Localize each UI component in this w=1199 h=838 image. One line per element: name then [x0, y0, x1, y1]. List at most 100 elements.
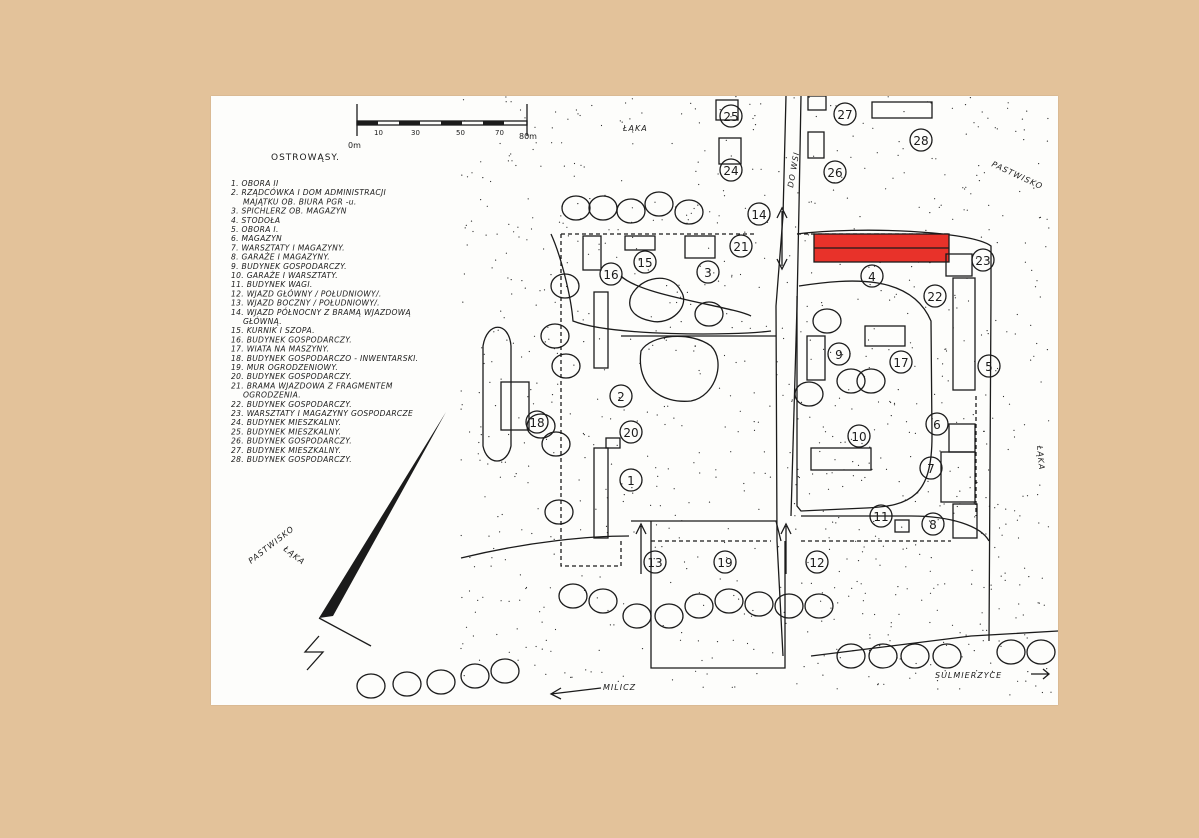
road-south-yard-loop: [650, 521, 786, 669]
tree-cluster: [639, 335, 719, 402]
stipple-dot: [723, 260, 726, 262]
tree-canopy: [550, 273, 580, 299]
stipple-dot: [937, 584, 939, 586]
tree-canopy: [868, 643, 898, 669]
marker-number: 1: [627, 474, 635, 488]
stipple-dot: [897, 586, 899, 588]
tree-canopy: [544, 499, 574, 525]
stipple-dot: [723, 195, 726, 197]
stipple-dot: [807, 561, 809, 564]
stipple-dot: [832, 521, 834, 523]
stipple-dot: [646, 411, 648, 413]
scale-tick-label: 70: [495, 129, 504, 137]
stipple-dot: [752, 609, 754, 612]
stipple-dot: [852, 135, 854, 137]
stipple-dot: [1039, 484, 1041, 486]
marker-circle: [923, 284, 947, 308]
stipple-dot: [746, 642, 749, 645]
stipple-dot: [990, 662, 992, 664]
stipple-dot: [808, 96, 810, 98]
stipple-dot: [527, 198, 529, 200]
stipple-dot: [715, 476, 717, 478]
stipple-dot: [717, 173, 719, 175]
stipple-dot: [824, 431, 827, 433]
stipple-dot: [471, 172, 473, 174]
building-marker: 10: [847, 424, 871, 448]
legend-entry: 20. BUDYNEK GOSPODARCZY.: [231, 372, 352, 381]
stipple-dot: [825, 528, 827, 530]
stipple-dot: [579, 500, 581, 502]
stipple-dot: [664, 423, 666, 426]
stipple-dot: [995, 319, 997, 322]
stipple-dot: [875, 558, 877, 560]
stipple-dot: [523, 442, 525, 444]
stipple-dot: [873, 520, 875, 523]
stipple-dot: [622, 675, 624, 677]
stipple-dot: [582, 319, 584, 321]
stipple-dot: [937, 358, 939, 360]
stipple-dot: [699, 373, 701, 375]
stipple-dot: [893, 404, 896, 406]
stipple-dot: [678, 284, 680, 286]
stipple-dot: [521, 280, 523, 282]
stipple-dot: [593, 444, 595, 446]
stipple-dot: [604, 242, 606, 244]
stipple-dot: [556, 352, 558, 354]
stipple-dot: [1007, 448, 1009, 451]
road-central-spine: [790, 305, 798, 517]
building-8: [952, 503, 978, 539]
stipple-dot: [527, 482, 529, 484]
stipple-dot: [698, 122, 700, 124]
stipple-dot: [867, 339, 870, 341]
stipple-dot: [765, 325, 768, 327]
stipple-dot: [693, 462, 695, 464]
stipple-dot: [667, 405, 669, 407]
stipple-dot: [998, 608, 1000, 610]
tree-canopy: [932, 643, 962, 669]
stipple-dot: [877, 683, 879, 685]
marker-number: 13: [647, 556, 662, 570]
stipple-dot: [517, 659, 519, 661]
stipple-dot: [697, 640, 699, 642]
building-marker: 9: [827, 342, 851, 366]
stipple-dot: [657, 475, 659, 477]
stipple-dot: [702, 686, 704, 688]
marker-number: 24: [723, 164, 738, 178]
stipple-dot: [601, 671, 603, 674]
stipple-dot: [969, 487, 971, 489]
stipple-dot: [1015, 617, 1017, 619]
stipple-dot: [1035, 685, 1037, 687]
stipple-dot: [569, 413, 571, 415]
stipple-dot: [868, 367, 870, 369]
stipple-dot: [690, 102, 692, 104]
stipple-dot: [749, 327, 751, 329]
stipple-dot: [551, 394, 554, 396]
stipple-dot: [925, 229, 927, 231]
stipple-dot: [483, 353, 485, 355]
marker-number: 17: [893, 356, 908, 370]
stipple-dot: [686, 214, 688, 216]
north-arrow-icon: [303, 412, 446, 671]
stipple-dot: [543, 289, 546, 291]
stipple-dot: [1023, 139, 1025, 141]
building-24: [718, 137, 742, 165]
stipple-dot: [956, 421, 958, 423]
marker-number: 9: [835, 348, 843, 362]
stipple-dot: [525, 646, 527, 649]
stipple-dot: [564, 672, 566, 674]
stipple-dot: [621, 180, 623, 182]
stipple-dot: [486, 205, 488, 207]
stipple-dot: [930, 664, 932, 666]
stipple-dot: [879, 645, 881, 647]
stipple-dot: [1047, 526, 1049, 528]
stipple-dot: [936, 680, 939, 682]
legend-entry: 1. OBORA II: [231, 179, 279, 188]
label-milicz: MILICZ: [603, 683, 636, 692]
stipple-dot: [949, 470, 951, 472]
stipple-dot: [985, 497, 987, 499]
legend-entry: 13. WJAZD BOCZNY / POŁUDNIOWY/.: [231, 299, 380, 308]
tree-canopy: [714, 588, 744, 614]
stipple-dot: [862, 122, 864, 124]
stipple-dot: [541, 621, 543, 623]
